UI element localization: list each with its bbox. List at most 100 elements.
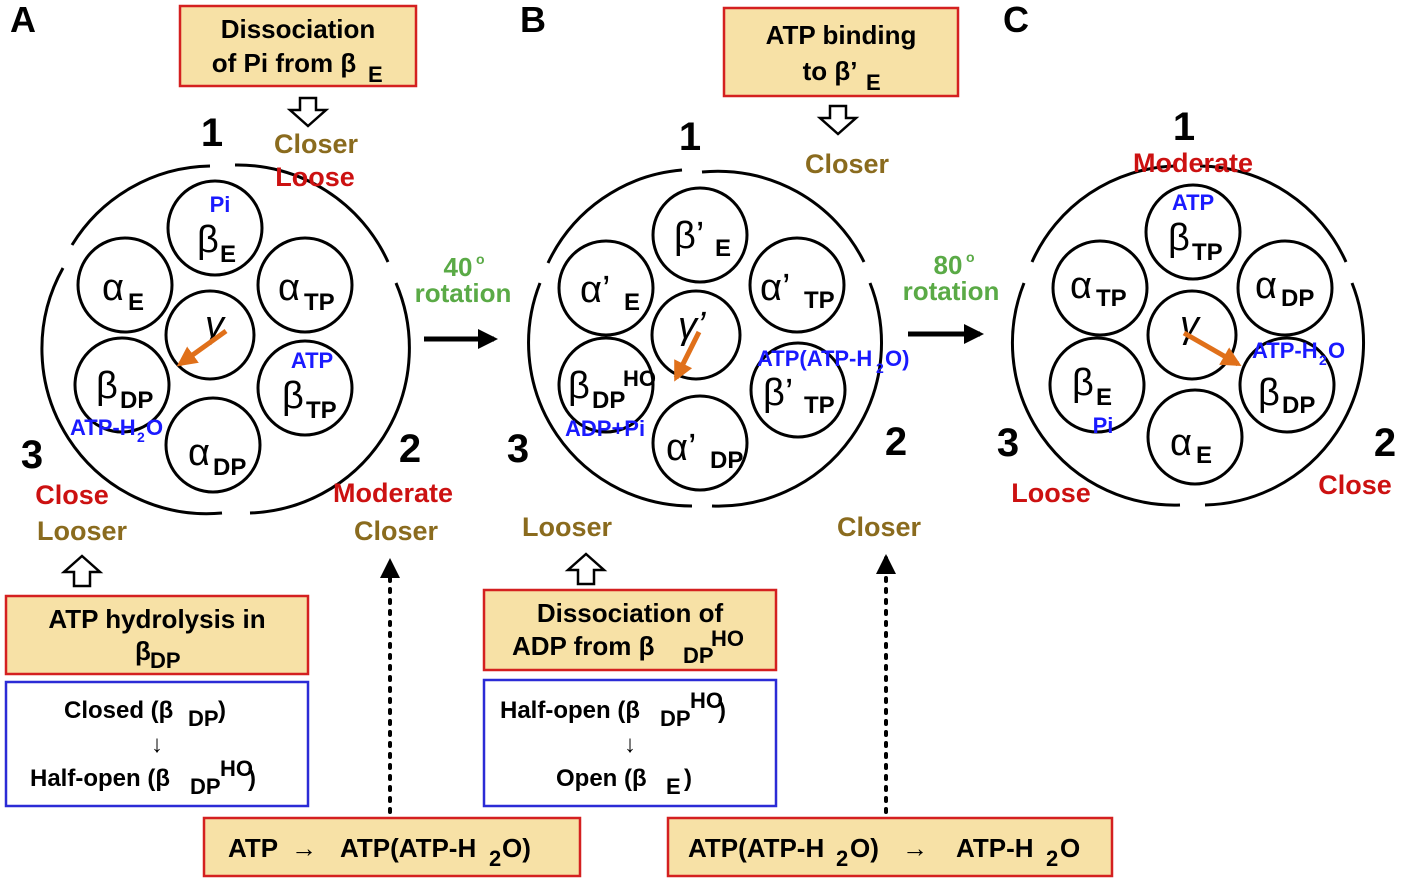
panel-c-arc-bottom-right — [1204, 282, 1366, 507]
box-conv1-right: ATP(ATP-H — [340, 833, 476, 863]
rotation-80-sup: o — [966, 249, 975, 265]
panel-a-beta-tp-glyph: β — [282, 375, 304, 417]
panel-c-atp-h2o-label: ATP-H 2 O — [1252, 338, 1345, 368]
panel-c-beta-dp-glyph: β — [1258, 372, 1280, 414]
panel-a-site-3: 3 — [21, 433, 43, 477]
panel-c-atp-h2o-post: O — [1328, 338, 1345, 363]
box-a-line1-post: ) — [218, 697, 226, 724]
panel-c-site-1: 1 — [1173, 105, 1195, 149]
panel-label-b: B — [520, 0, 546, 40]
panel-c-subunit-alpha-tp — [1051, 239, 1149, 337]
box-hydrolysis-line2: β — [135, 636, 151, 666]
box-atp-binding-sub: E — [866, 70, 881, 95]
panel-a-site-1: 1 — [201, 111, 223, 155]
box-conv2-arrow: → — [902, 833, 928, 863]
panel-b-beta-dp-sub: DP — [592, 387, 625, 414]
panel-a-arc-top-left — [70, 164, 211, 246]
panel-b-alpha-e-sub: E — [624, 289, 640, 316]
box-hydrolysis-sub: DP — [150, 648, 181, 673]
box-transition-closed-halfopen: Closed (β DP ) ↓ Half-open (β DP HO ) — [4, 680, 310, 808]
panel-b-atp-complex-sub: 2 — [876, 360, 884, 376]
panel-b-beta-tp-sub: TP — [804, 392, 835, 419]
panel-b-alpha-e-glyph: α’ — [580, 269, 610, 311]
rotation-40-word: rotation — [415, 278, 512, 308]
box-conv2-mid: O) — [850, 833, 879, 863]
rotation-40-deg: 40 — [444, 252, 473, 282]
panel-c-beta-tp-glyph: β — [1168, 217, 1190, 259]
panel-c-top-state-red: Moderate — [1133, 148, 1253, 178]
panel-a-gamma-orientation-arrow — [176, 328, 228, 367]
panel-label-a: A — [10, 0, 36, 40]
panel-a-left-state-red: Close — [35, 480, 109, 510]
rotation-80-deg: 80 — [934, 250, 963, 280]
rotation-80: 80 o rotation — [903, 249, 1000, 344]
box-atp-binding: ATP binding to β’ E — [722, 6, 960, 98]
panel-a-subunit-alpha-dp — [164, 396, 262, 494]
box-conv2-left: ATP(ATP-H — [688, 833, 824, 863]
panel-c-alpha-dp-sub: DP — [1281, 285, 1314, 312]
panel-a-alpha-dp-sub: DP — [213, 454, 246, 481]
panel-label-c: C — [1003, 0, 1029, 40]
panel-b-top-state-brown: Closer — [805, 149, 890, 179]
box-conv2-sub2: 2 — [1046, 846, 1058, 871]
panel-b-atp-complex-pre: ATP(ATP-H — [757, 346, 872, 371]
panel-c-gamma-orientation-arrow — [1182, 330, 1242, 367]
panel-c-atp-h2o-pre: ATP-H — [1252, 338, 1318, 363]
panel-c-left-state-red: Loose — [1011, 478, 1091, 508]
box-a-line1-pre: Closed (β — [64, 697, 173, 724]
panel-a: 1 3 2 Closer Loose Close Looser Moderate… — [21, 111, 453, 546]
panel-c-pi-label: Pi — [1093, 413, 1114, 438]
panel-a-pi-label: Pi — [210, 192, 231, 217]
panel-c-alpha-tp-sub: TP — [1096, 285, 1127, 312]
panel-b-subunit-beta-tp — [749, 341, 847, 439]
hollow-arrow-down-a — [286, 96, 330, 128]
box-b-line2-pre: Open (β — [556, 765, 647, 792]
panel-a-atp-h2o-pre: ATP-H — [70, 415, 136, 440]
panel-b-subunit-beta-dp — [557, 336, 655, 434]
panel-a-subunit-beta-dp — [73, 336, 171, 434]
panel-b-gamma-glyph: γ’ — [678, 305, 706, 347]
box-pi-dissociation-line1: Dissociation — [221, 14, 376, 44]
panel-b-subunit-beta-e — [651, 186, 749, 284]
box-pi-dissociation: Dissociation of Pi from β E — [178, 4, 418, 88]
panel-b-alpha-tp-glyph: α’ — [760, 267, 790, 309]
panel-a-alpha-tp-sub: TP — [304, 289, 335, 316]
panel-a-subunit-beta-e — [166, 179, 264, 277]
box-atp-binding-line2: to β’ — [803, 56, 858, 86]
panel-c-alpha-e-glyph: α — [1170, 422, 1192, 464]
box-pi-dissociation-line2: of Pi from β — [212, 48, 356, 78]
box-adp-line2: ADP from β — [512, 631, 655, 661]
box-conv1-post: O) — [502, 833, 531, 863]
panel-b-site-3: 3 — [507, 427, 529, 471]
panel-c-alpha-e-sub: E — [1196, 442, 1212, 469]
panel-a-alpha-e-glyph: α — [102, 267, 124, 309]
box-conversion-complex: ATP(ATP-H 2 O) → ATP-H 2 O — [666, 816, 1114, 878]
panel-b-atp-complex-post: O) — [885, 346, 909, 371]
panel-c-beta-e-sub: E — [1096, 384, 1112, 411]
rotation-40: 40 o rotation — [415, 251, 512, 349]
panel-c-beta-dp-sub: DP — [1282, 392, 1315, 419]
box-b-line2-sub: E — [666, 774, 681, 799]
box-b-line1-pre: Half-open (β — [500, 697, 640, 724]
panel-a-atp-h2o-post: O — [146, 415, 163, 440]
box-atp-binding-line1: ATP binding — [766, 20, 917, 50]
panel-c-subunit-beta-dp — [1238, 336, 1336, 434]
panel-a-arc-bottom-right — [249, 282, 411, 515]
hollow-arrow-up-b — [564, 552, 608, 586]
panel-a-atp-label: ATP — [291, 348, 333, 373]
panel-a-beta-dp-glyph: β — [96, 365, 118, 407]
panel-b-subunit-alpha-tp — [748, 236, 846, 334]
box-b-line2-post: ) — [684, 765, 692, 792]
panel-c-alpha-tp-glyph: α — [1070, 265, 1092, 307]
panel-a-atp-h2o-label: ATP-H 2 O — [70, 415, 163, 445]
rotation-80-word: rotation — [903, 276, 1000, 306]
box-hydrolysis-line1: ATP hydrolysis in — [48, 604, 265, 634]
panel-c-arc-bottom-left — [1010, 282, 1181, 507]
panel-b-right-state-brown: Closer — [837, 512, 922, 542]
box-a-line2-post: ) — [248, 765, 256, 792]
panel-b-beta-dp-glyph: β — [568, 365, 590, 407]
panel-a-site-2: 2 — [399, 427, 421, 471]
panel-c-alpha-dp-glyph: α — [1255, 265, 1277, 307]
panel-c-atp-h2o-sub: 2 — [1319, 352, 1327, 368]
panel-a-alpha-dp-glyph: α — [188, 432, 210, 474]
